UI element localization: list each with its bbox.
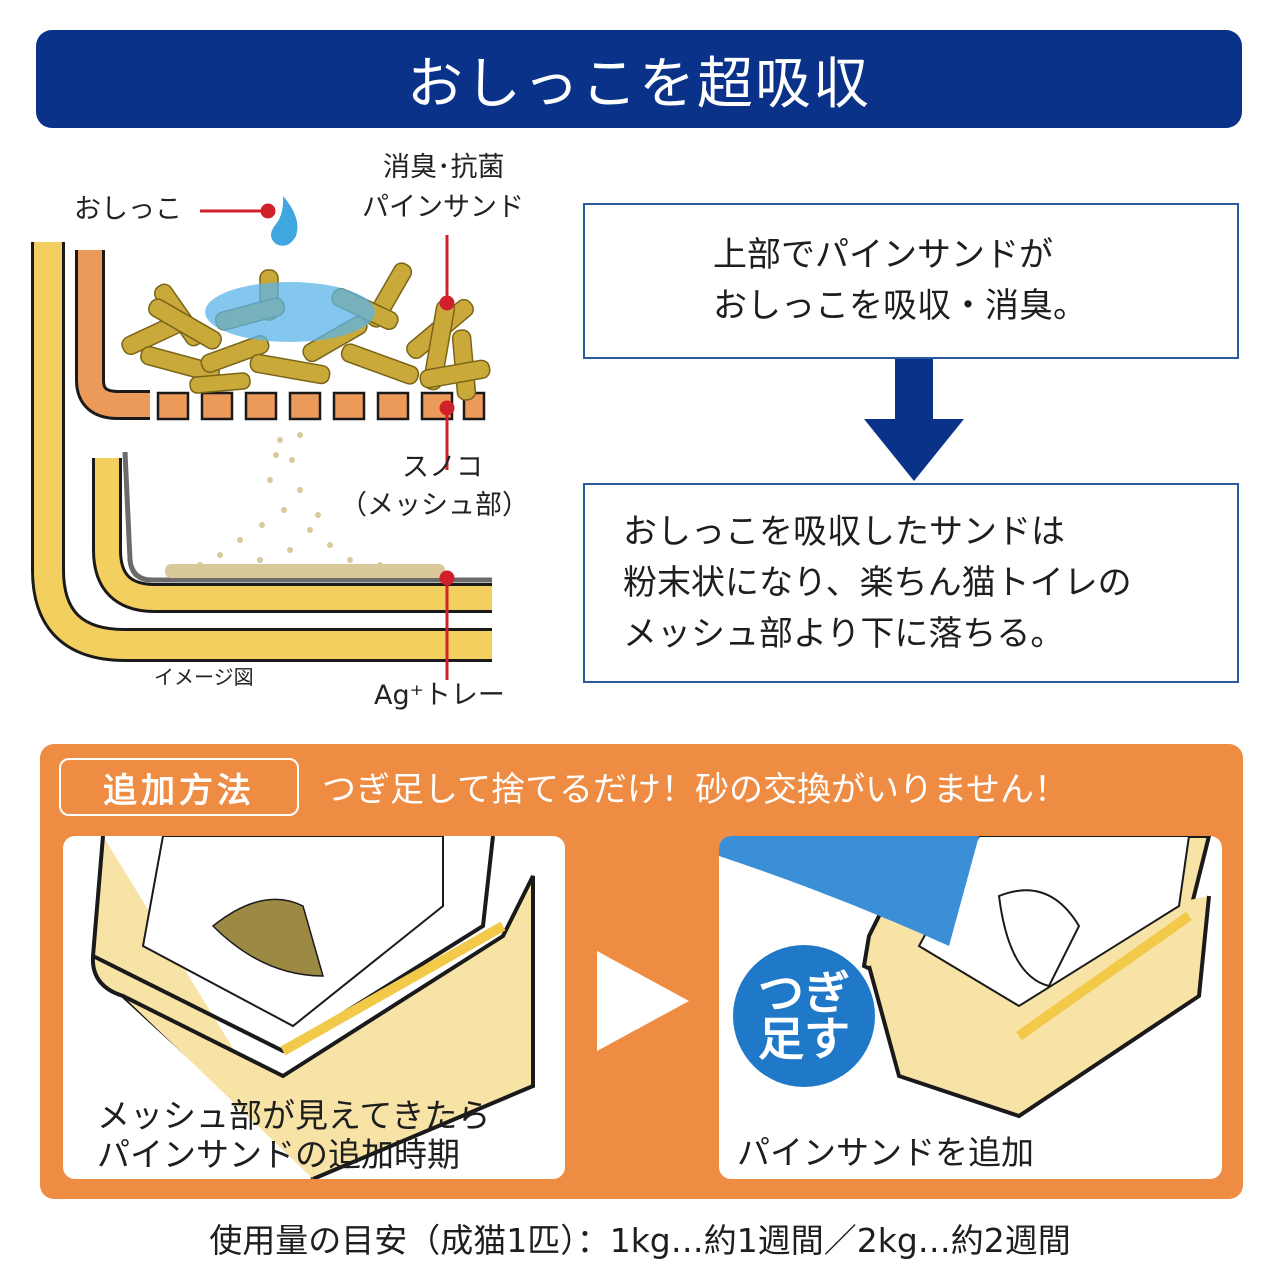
step-box-powder: おしっこを吸収したサンドは 粉末状になり、楽ちん猫トイレの メッシュ部より下に落…	[583, 483, 1239, 683]
tray-liner	[122, 451, 492, 583]
pine-pellets	[121, 262, 491, 401]
cross-section-diagram: おしっこ 消臭･抗菌 パインサンド スノコ （メッシュ部） Ag⁺トレー イメー…	[0, 140, 560, 730]
label-image-note: イメージ図	[154, 665, 254, 689]
label-sand-line1: 消臭･抗菌	[383, 152, 505, 183]
outer-tray-fill	[34, 242, 492, 659]
ag-tray-fill	[95, 458, 492, 610]
step2-caption: パインサンドを追加	[737, 1133, 1034, 1173]
badge-line: つぎ	[758, 966, 850, 1020]
step2-line: 粉末状になり、楽ちん猫トイレの	[623, 562, 1132, 603]
step1-line: 上部でパインサンドが	[713, 235, 1053, 275]
down-arrow-icon	[864, 359, 964, 481]
label-sand-line2: パインサンド	[362, 192, 524, 223]
urine-absorption-spot	[205, 282, 375, 342]
label-mesh-line1: スノコ	[402, 452, 483, 483]
method-tag: 追加方法	[59, 758, 299, 816]
usage-guide: 使用量の目安（成猫1匹）：1kg…約1週間／2kg…約2週間	[209, 1221, 1071, 1260]
caption-line: パインサンドを追加	[737, 1133, 1034, 1173]
label-pointers	[200, 203, 455, 680]
label-tray: Ag⁺トレー	[374, 680, 505, 711]
add-sand-badge: つぎ 足す	[733, 945, 875, 1087]
step2-line: メッシュ部より下に落ちる。	[623, 613, 1065, 654]
step1-line: おしっこを吸収・消臭。	[713, 286, 1087, 326]
method-description: つぎ足して捨てるだけ！砂の交換がいりません！	[322, 770, 1068, 810]
powder-pile	[165, 564, 445, 578]
title-banner: おしっこを超吸収	[36, 30, 1242, 128]
mesh-wall-fill	[78, 250, 150, 417]
step1-caption: メッシュ部が見えてきたら パインサンドの追加時期	[97, 1096, 490, 1175]
urine-drop-icon	[271, 196, 298, 246]
caption-line: パインサンドの追加時期	[97, 1135, 460, 1175]
label-mesh-line2: （メッシュ部）	[340, 490, 529, 521]
page-title: おしっこを超吸収	[407, 51, 871, 117]
step2-line: おしっこを吸収したサンドは	[623, 511, 1065, 552]
caption-line: メッシュ部が見えてきたら	[97, 1095, 491, 1135]
step-card-check-mesh: メッシュ部が見えてきたら パインサンドの追加時期	[63, 836, 565, 1179]
litter-box-illustration	[90, 836, 535, 1179]
step-box-absorb: 上部でパインサンドが おしっこを吸収・消臭。	[583, 203, 1239, 359]
add-sand-illustration	[719, 836, 1212, 1119]
mesh-slats	[156, 391, 486, 421]
next-arrow-icon	[597, 951, 689, 1051]
label-urine: おしっこ	[74, 194, 182, 225]
toilet-cross-section-illustration	[31, 196, 492, 680]
badge-line: 足す	[758, 1012, 850, 1066]
